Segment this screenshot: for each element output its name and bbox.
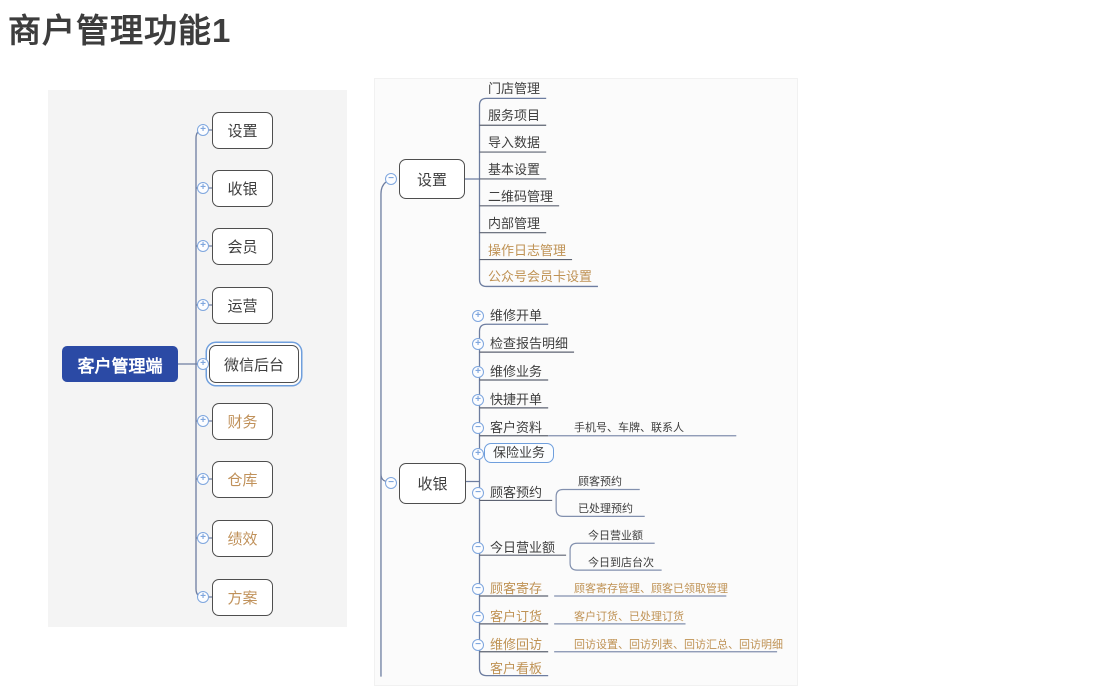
expand-icon[interactable]: + (197, 182, 209, 194)
subtopic-today-revenue[interactable]: 今日营业额 (588, 530, 643, 542)
expand-icon[interactable]: + (197, 532, 209, 544)
expand-icon[interactable]: + (197, 240, 209, 252)
detail-mindmap-panel: − 设置 − 收银 门店管理 服务项目 导入数据 基本设置 二维码管理 内部管理… (374, 78, 798, 686)
collapse-icon[interactable]: − (472, 422, 484, 434)
node-finance[interactable]: 财务 (212, 403, 273, 440)
row-basic-settings[interactable]: 基本设置 (488, 162, 541, 177)
parent-trunk-line (380, 97, 598, 677)
row-qrcode-management[interactable]: 二维码管理 (488, 189, 554, 204)
expand-icon[interactable]: + (197, 415, 209, 427)
collapse-icon[interactable]: − (472, 639, 484, 651)
expand-icon[interactable]: + (197, 299, 209, 311)
page-title: 商户管理功能1 (8, 12, 232, 49)
row-operation-log-management[interactable]: 操作日志管理 (488, 243, 567, 258)
node-performance[interactable]: 绩效 (212, 520, 273, 557)
subtopic-customer-info-fields[interactable]: 手机号、车牌、联系人 (574, 422, 684, 434)
subtopic-today-store-visits[interactable]: 今日到店台次 (588, 557, 654, 569)
expand-icon[interactable]: + (197, 124, 209, 136)
row-official-account-member-card[interactable]: 公众号会员卡设置 (488, 269, 593, 284)
root-node-customer-management[interactable]: 客户管理端 (62, 346, 178, 382)
node-settings-detail[interactable]: 设置 (399, 159, 465, 199)
row-insurance-business[interactable]: 保险业务 (484, 443, 555, 463)
collapse-icon[interactable]: − (472, 542, 484, 554)
row-inspection-report-detail[interactable]: 检查报告明细 (490, 336, 569, 351)
row-customer-appointment[interactable]: 顾客预约 (490, 485, 543, 500)
row-customer-deposit[interactable]: 顾客寄存 (490, 581, 543, 596)
subtopic-customer-deposit-management[interactable]: 顾客寄存管理、顾客已领取管理 (574, 583, 728, 595)
subtopic-customer-ordering-detail[interactable]: 客户订货、已处理订货 (574, 611, 684, 623)
subtopic-customer-appointment[interactable]: 顾客预约 (578, 476, 622, 488)
expand-icon[interactable]: + (197, 591, 209, 603)
expand-icon[interactable]: + (472, 448, 484, 460)
row-repair-order[interactable]: 维修开单 (490, 308, 543, 323)
collapse-icon[interactable]: − (472, 583, 484, 595)
row-import-data[interactable]: 导入数据 (488, 135, 541, 150)
connector-lines (380, 97, 778, 677)
expand-icon[interactable]: + (472, 366, 484, 378)
expand-icon[interactable]: + (472, 310, 484, 322)
row-today-revenue[interactable]: 今日营业额 (490, 540, 556, 555)
node-cashier-detail[interactable]: 收银 (399, 463, 466, 504)
node-plan[interactable]: 方案 (212, 579, 273, 616)
row-internal-management[interactable]: 内部管理 (488, 216, 541, 231)
row-repair-business[interactable]: 维修业务 (490, 364, 543, 379)
collapse-icon[interactable]: − (472, 487, 484, 499)
row-service-items[interactable]: 服务项目 (488, 108, 541, 123)
node-warehouse[interactable]: 仓库 (212, 461, 273, 498)
subtopic-processed-appointment[interactable]: 已处理预约 (578, 503, 633, 515)
node-wechat-backend[interactable]: 微信后台 (209, 345, 299, 383)
collapse-icon[interactable]: − (472, 611, 484, 623)
node-cashier[interactable]: 收银 (212, 170, 273, 207)
collapse-icon[interactable]: − (385, 477, 397, 489)
node-member[interactable]: 会员 (212, 228, 273, 265)
row-customer-info[interactable]: 客户资料 (490, 420, 543, 435)
subtopic-follow-up-detail[interactable]: 回访设置、回访列表、回访汇总、回访明细 (574, 639, 783, 651)
subtopic-underlines (548, 435, 778, 653)
row-customer-dashboard[interactable]: 客户看板 (490, 661, 543, 676)
row-quick-order[interactable]: 快捷开单 (490, 392, 543, 407)
node-settings[interactable]: 设置 (212, 112, 273, 149)
expand-icon[interactable]: + (197, 473, 209, 485)
overview-mindmap-panel: 客户管理端 + + + + + + + + + 设置 收银 会员 运营 微信后台… (48, 90, 347, 627)
row-store-management[interactable]: 门店管理 (488, 81, 541, 96)
topic-underlines (479, 124, 575, 653)
row-repair-follow-up[interactable]: 维修回访 (490, 637, 543, 652)
expand-icon[interactable]: + (472, 338, 484, 350)
expand-icon[interactable]: + (472, 394, 484, 406)
row-customer-ordering[interactable]: 客户订货 (490, 609, 543, 624)
collapse-icon[interactable]: − (385, 173, 397, 185)
node-operations[interactable]: 运营 (212, 287, 273, 324)
expand-icon[interactable]: + (197, 358, 209, 370)
